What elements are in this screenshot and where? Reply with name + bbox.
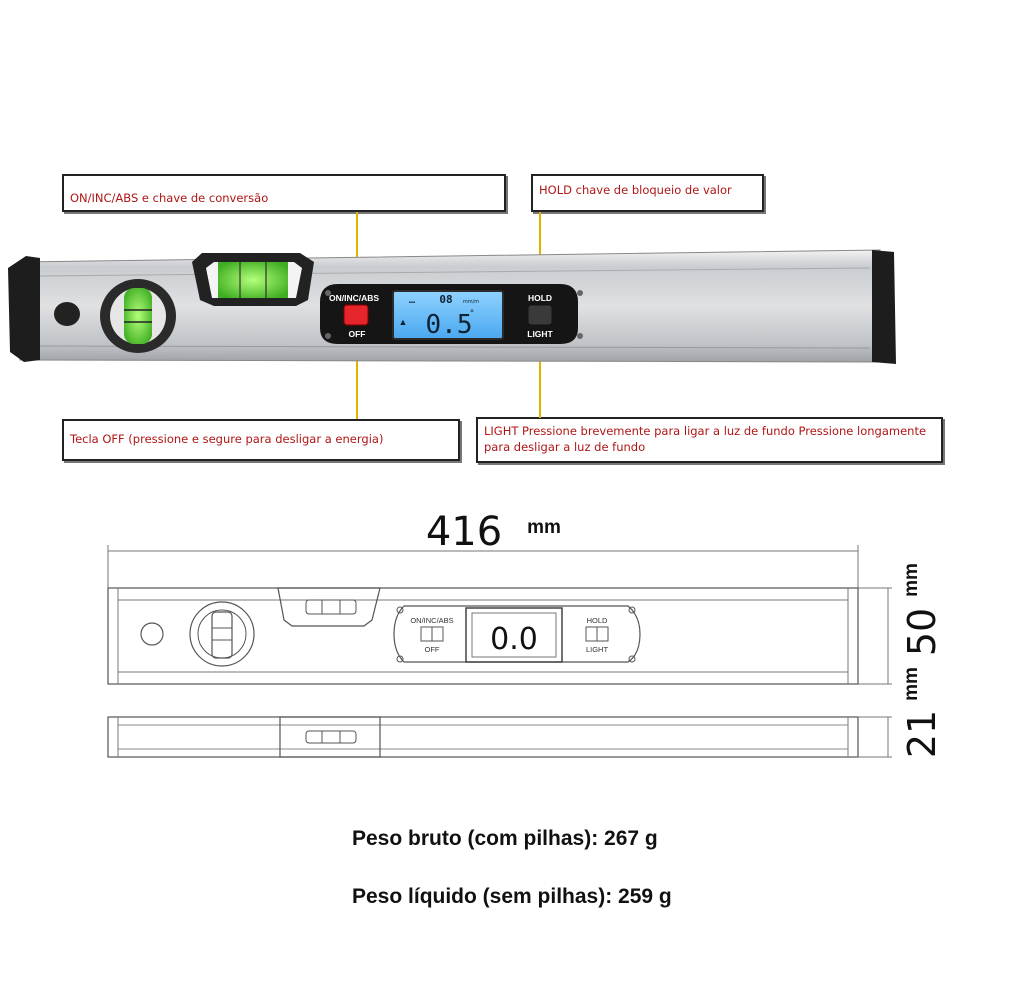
- hanging-hole: [54, 302, 80, 326]
- lcd-arrow: ▲: [399, 317, 408, 327]
- height-unit: mm: [901, 563, 922, 597]
- digital-level-photo: ON/INC/ABS OFF ▪▪▪ 08 mm/m ▲ 0.5 ° HOLD …: [8, 249, 896, 364]
- hold-key-label: HOLD: [528, 293, 552, 303]
- callout-light-key-text: LIGHT Pressione brevemente para ligar a …: [484, 424, 927, 454]
- callout-off-key-text: Tecla OFF (pressione e segure para desli…: [70, 432, 384, 446]
- right-end-cap: [872, 250, 896, 364]
- drawing-display-value: 0.0: [490, 622, 538, 657]
- lcd-screen: [392, 290, 504, 340]
- lcd-degree: °: [470, 309, 475, 319]
- drawing-display: [465, 607, 563, 663]
- callout-mode-key-text: ON/INC/ABS e chave de conversão: [70, 191, 269, 205]
- drawing-hold-label: HOLD: [587, 616, 608, 625]
- depth-value: 21: [900, 710, 944, 758]
- callout-hold-key-text: HOLD chave de bloqueio de valor: [539, 183, 732, 197]
- drawing-hanging-hole: [140, 622, 164, 646]
- mode-key-label: ON/INC/ABS: [329, 293, 379, 303]
- lcd-battery: ▪▪▪: [409, 300, 415, 306]
- leader-line-hold: [539, 212, 541, 292]
- height-value: 50: [900, 608, 944, 656]
- lcd-secondary-value: 08: [439, 293, 452, 306]
- drawing-light-label: LIGHT: [586, 645, 609, 654]
- callout-light-key: LIGHT Pressione brevemente para ligar a …: [476, 417, 943, 463]
- lcd-unit: mm/m: [463, 299, 479, 305]
- drawing-control-panel: [393, 605, 641, 663]
- depth-unit: mm: [901, 667, 922, 701]
- light-key-label: LIGHT: [527, 329, 553, 339]
- callout-off-key: Tecla OFF (pressione e segure para desli…: [62, 419, 460, 461]
- drawing-top-vial: [277, 587, 381, 627]
- hold-light-button[interactable]: [527, 304, 553, 326]
- drawing-mode-label: ON/INC/ABS: [410, 616, 453, 625]
- net-weight: Peso líquido (sem pilhas): 259 g: [352, 885, 672, 908]
- drawing-round-vial: [189, 601, 255, 667]
- length-value: 416: [426, 509, 502, 555]
- top-view-outline: [107, 716, 859, 758]
- leader-line-mode: [356, 212, 358, 292]
- technical-drawing: 416 mm ON/INC/ABS OFF 0.0 HOLD LIGHT: [107, 509, 944, 758]
- gross-weight: Peso bruto (com pilhas): 267 g: [352, 827, 658, 850]
- callout-hold-key: HOLD chave de bloqueio de valor: [531, 174, 764, 212]
- left-end-cap: [8, 256, 40, 362]
- drawing-off-label: OFF: [425, 645, 440, 654]
- callout-mode-key: ON/INC/ABS e chave de conversão: [62, 174, 506, 212]
- leader-line-light: [539, 340, 541, 418]
- leader-line-off: [356, 340, 358, 419]
- lcd-main-value: 0.5: [426, 310, 473, 340]
- front-view-outline: [107, 587, 859, 685]
- off-button[interactable]: [343, 304, 369, 326]
- off-key-label: OFF: [349, 329, 366, 339]
- length-unit: mm: [527, 517, 561, 538]
